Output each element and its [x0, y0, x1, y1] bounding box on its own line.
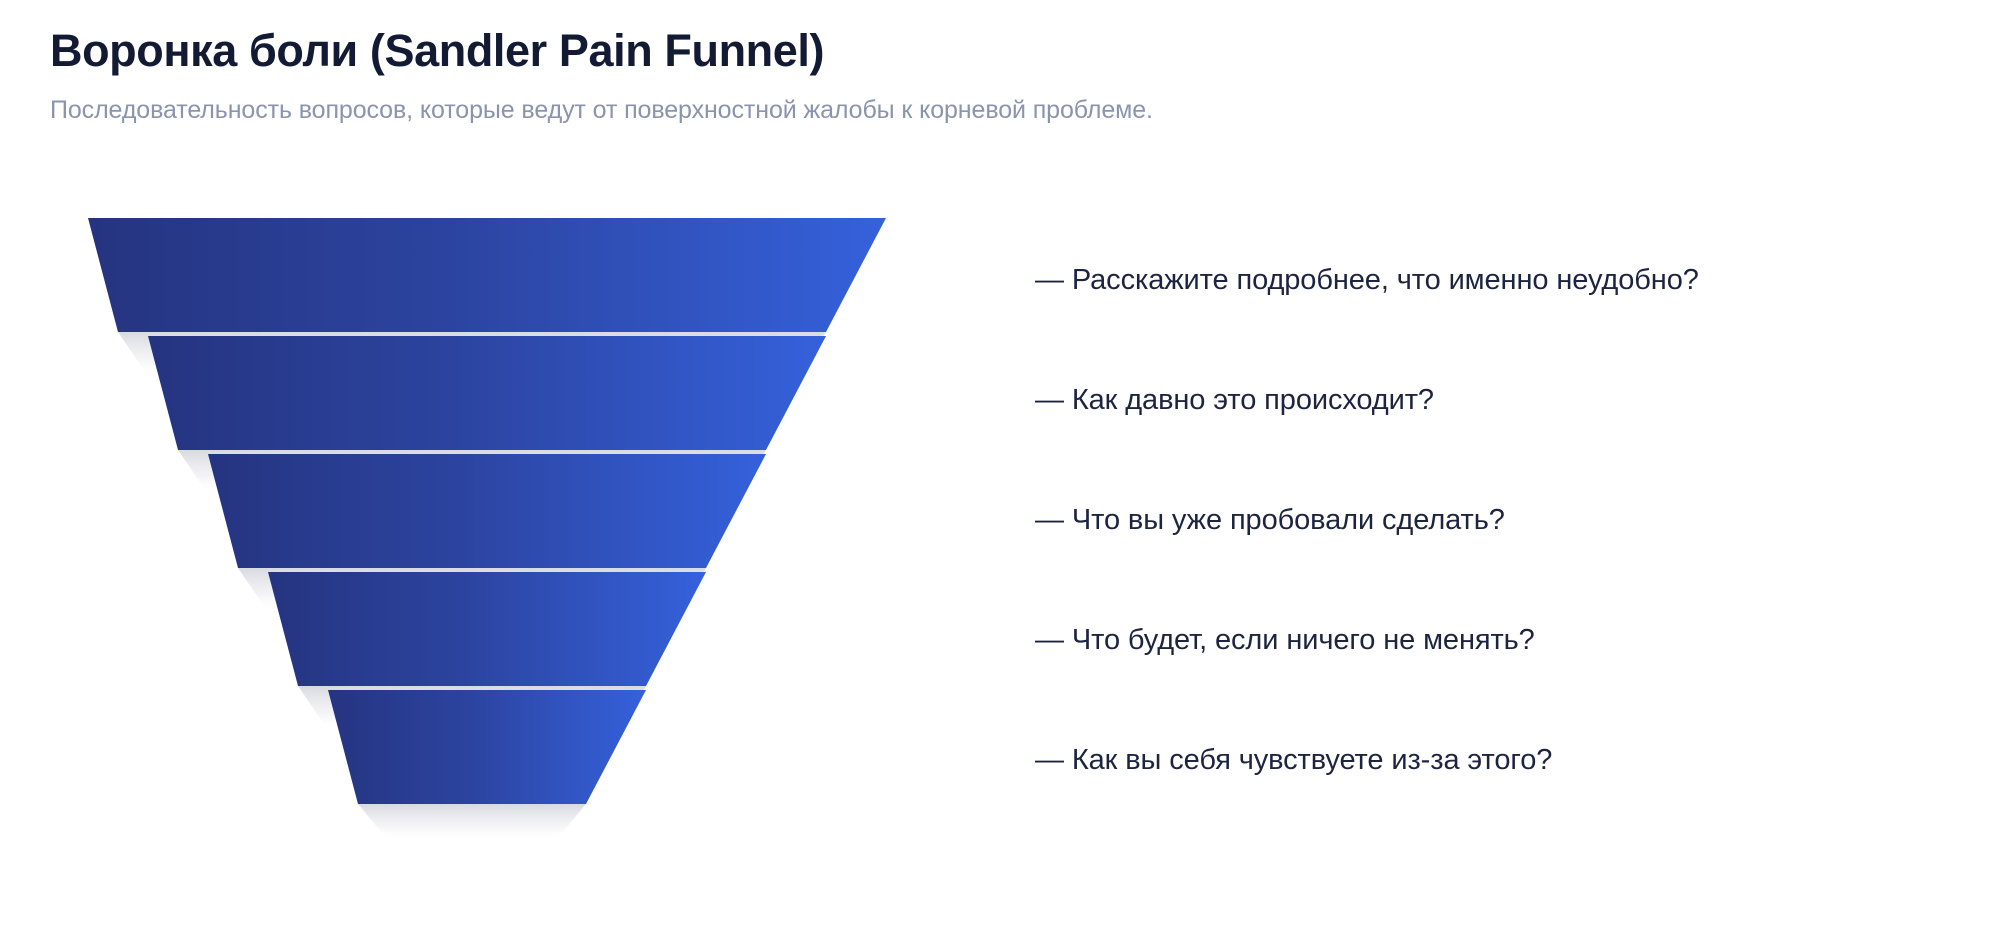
funnel-band-4[interactable] [268, 572, 706, 686]
question-item-4[interactable]: — Что будет, если ничего не менять? [1035, 624, 1535, 656]
question-item-3[interactable]: — Что вы уже пробовали сделать? [1035, 504, 1505, 536]
page-title: Воронка боли (Sandler Pain Funnel) [50, 25, 825, 76]
question-item-2[interactable]: — Как давно это происходит? [1035, 384, 1434, 416]
question-item-1[interactable]: — Расскажите подробнее, что именно неудо… [1035, 264, 1699, 296]
question-list: — Расскажите подробнее, что именно неудо… [1035, 220, 1965, 820]
slide-body: — Расскажите подробнее, что именно неудо… [0, 160, 1999, 860]
funnel-svg [88, 218, 886, 840]
funnel-band-2[interactable] [148, 336, 826, 450]
funnel-band-3[interactable] [208, 454, 766, 568]
funnel-diagram [70, 180, 930, 840]
slide-header: Воронка боли (Sandler Pain Funnel) После… [50, 24, 1959, 126]
page-subtitle: Последовательность вопросов, которые вед… [50, 96, 1153, 125]
funnel-bands [88, 218, 886, 804]
funnel-band-1[interactable] [88, 218, 886, 332]
funnel-band-5[interactable] [328, 690, 646, 804]
question-item-5[interactable]: — Как вы себя чувствуете из-за этого? [1035, 744, 1553, 776]
